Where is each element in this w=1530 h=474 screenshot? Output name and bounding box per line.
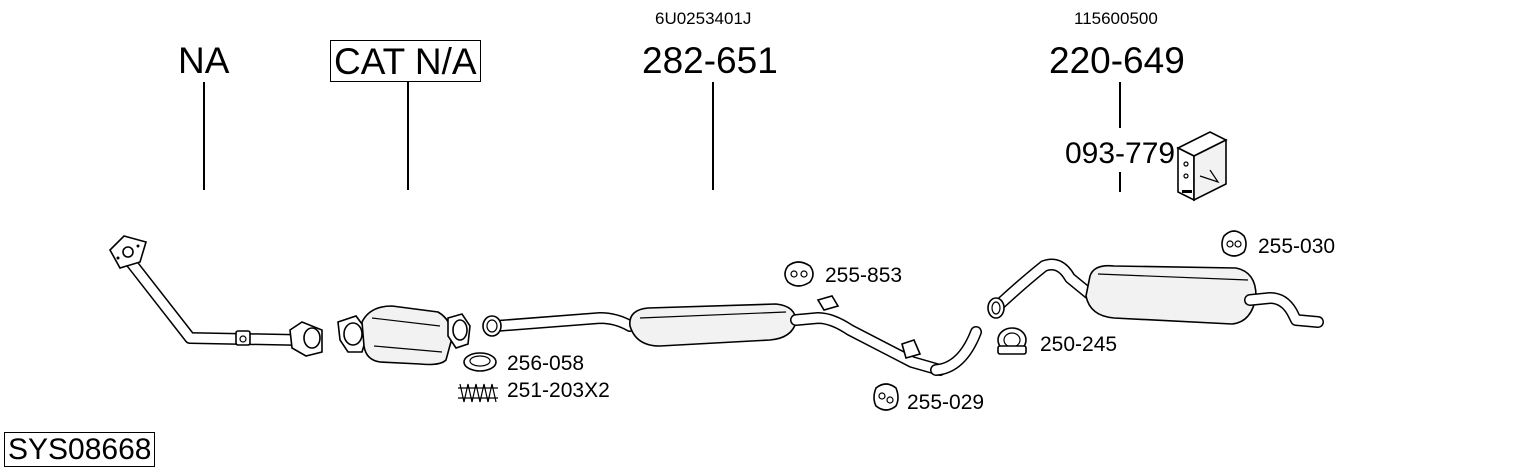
rubber-mount-lower-drawing [873, 383, 899, 411]
springs-drawing [458, 383, 498, 403]
mounting-kit-label: 093-779 [1065, 137, 1176, 170]
rubber-mount-rear-drawing [1221, 230, 1247, 257]
rubber-mount-lower-label: 255-029 [907, 391, 985, 414]
system-code: SYS08668 [4, 432, 156, 467]
clamp-label: 250-245 [1040, 333, 1118, 356]
gasket-drawing [463, 352, 497, 372]
front-pipe-label: NA [178, 40, 230, 81]
rubber-mount-rear-label: 255-030 [1258, 235, 1336, 258]
springs-label: 251-203X2 [507, 379, 610, 402]
middle-silencer-oe-number: 6U0253401J [655, 9, 752, 28]
rear-silencer-label: 220-649 [1049, 40, 1185, 81]
middle-silencer-label: 282-651 [642, 40, 778, 81]
front-pipe-drawing [109, 235, 323, 357]
middle-silencer-drawing [482, 295, 946, 376]
rubber-mount-mid-drawing [784, 261, 814, 287]
catalyst-label: CAT N/A [330, 40, 481, 82]
rear-silencer-oe-number: 115600500 [1074, 9, 1158, 28]
catalyst-drawing [337, 305, 471, 366]
rear-silencer-drawing [930, 258, 1324, 376]
mounting-kit-box-drawing [1176, 131, 1228, 202]
clamp-drawing [997, 327, 1027, 355]
gasket-label: 256-058 [507, 352, 585, 375]
rubber-mount-mid-label: 255-853 [825, 264, 903, 287]
